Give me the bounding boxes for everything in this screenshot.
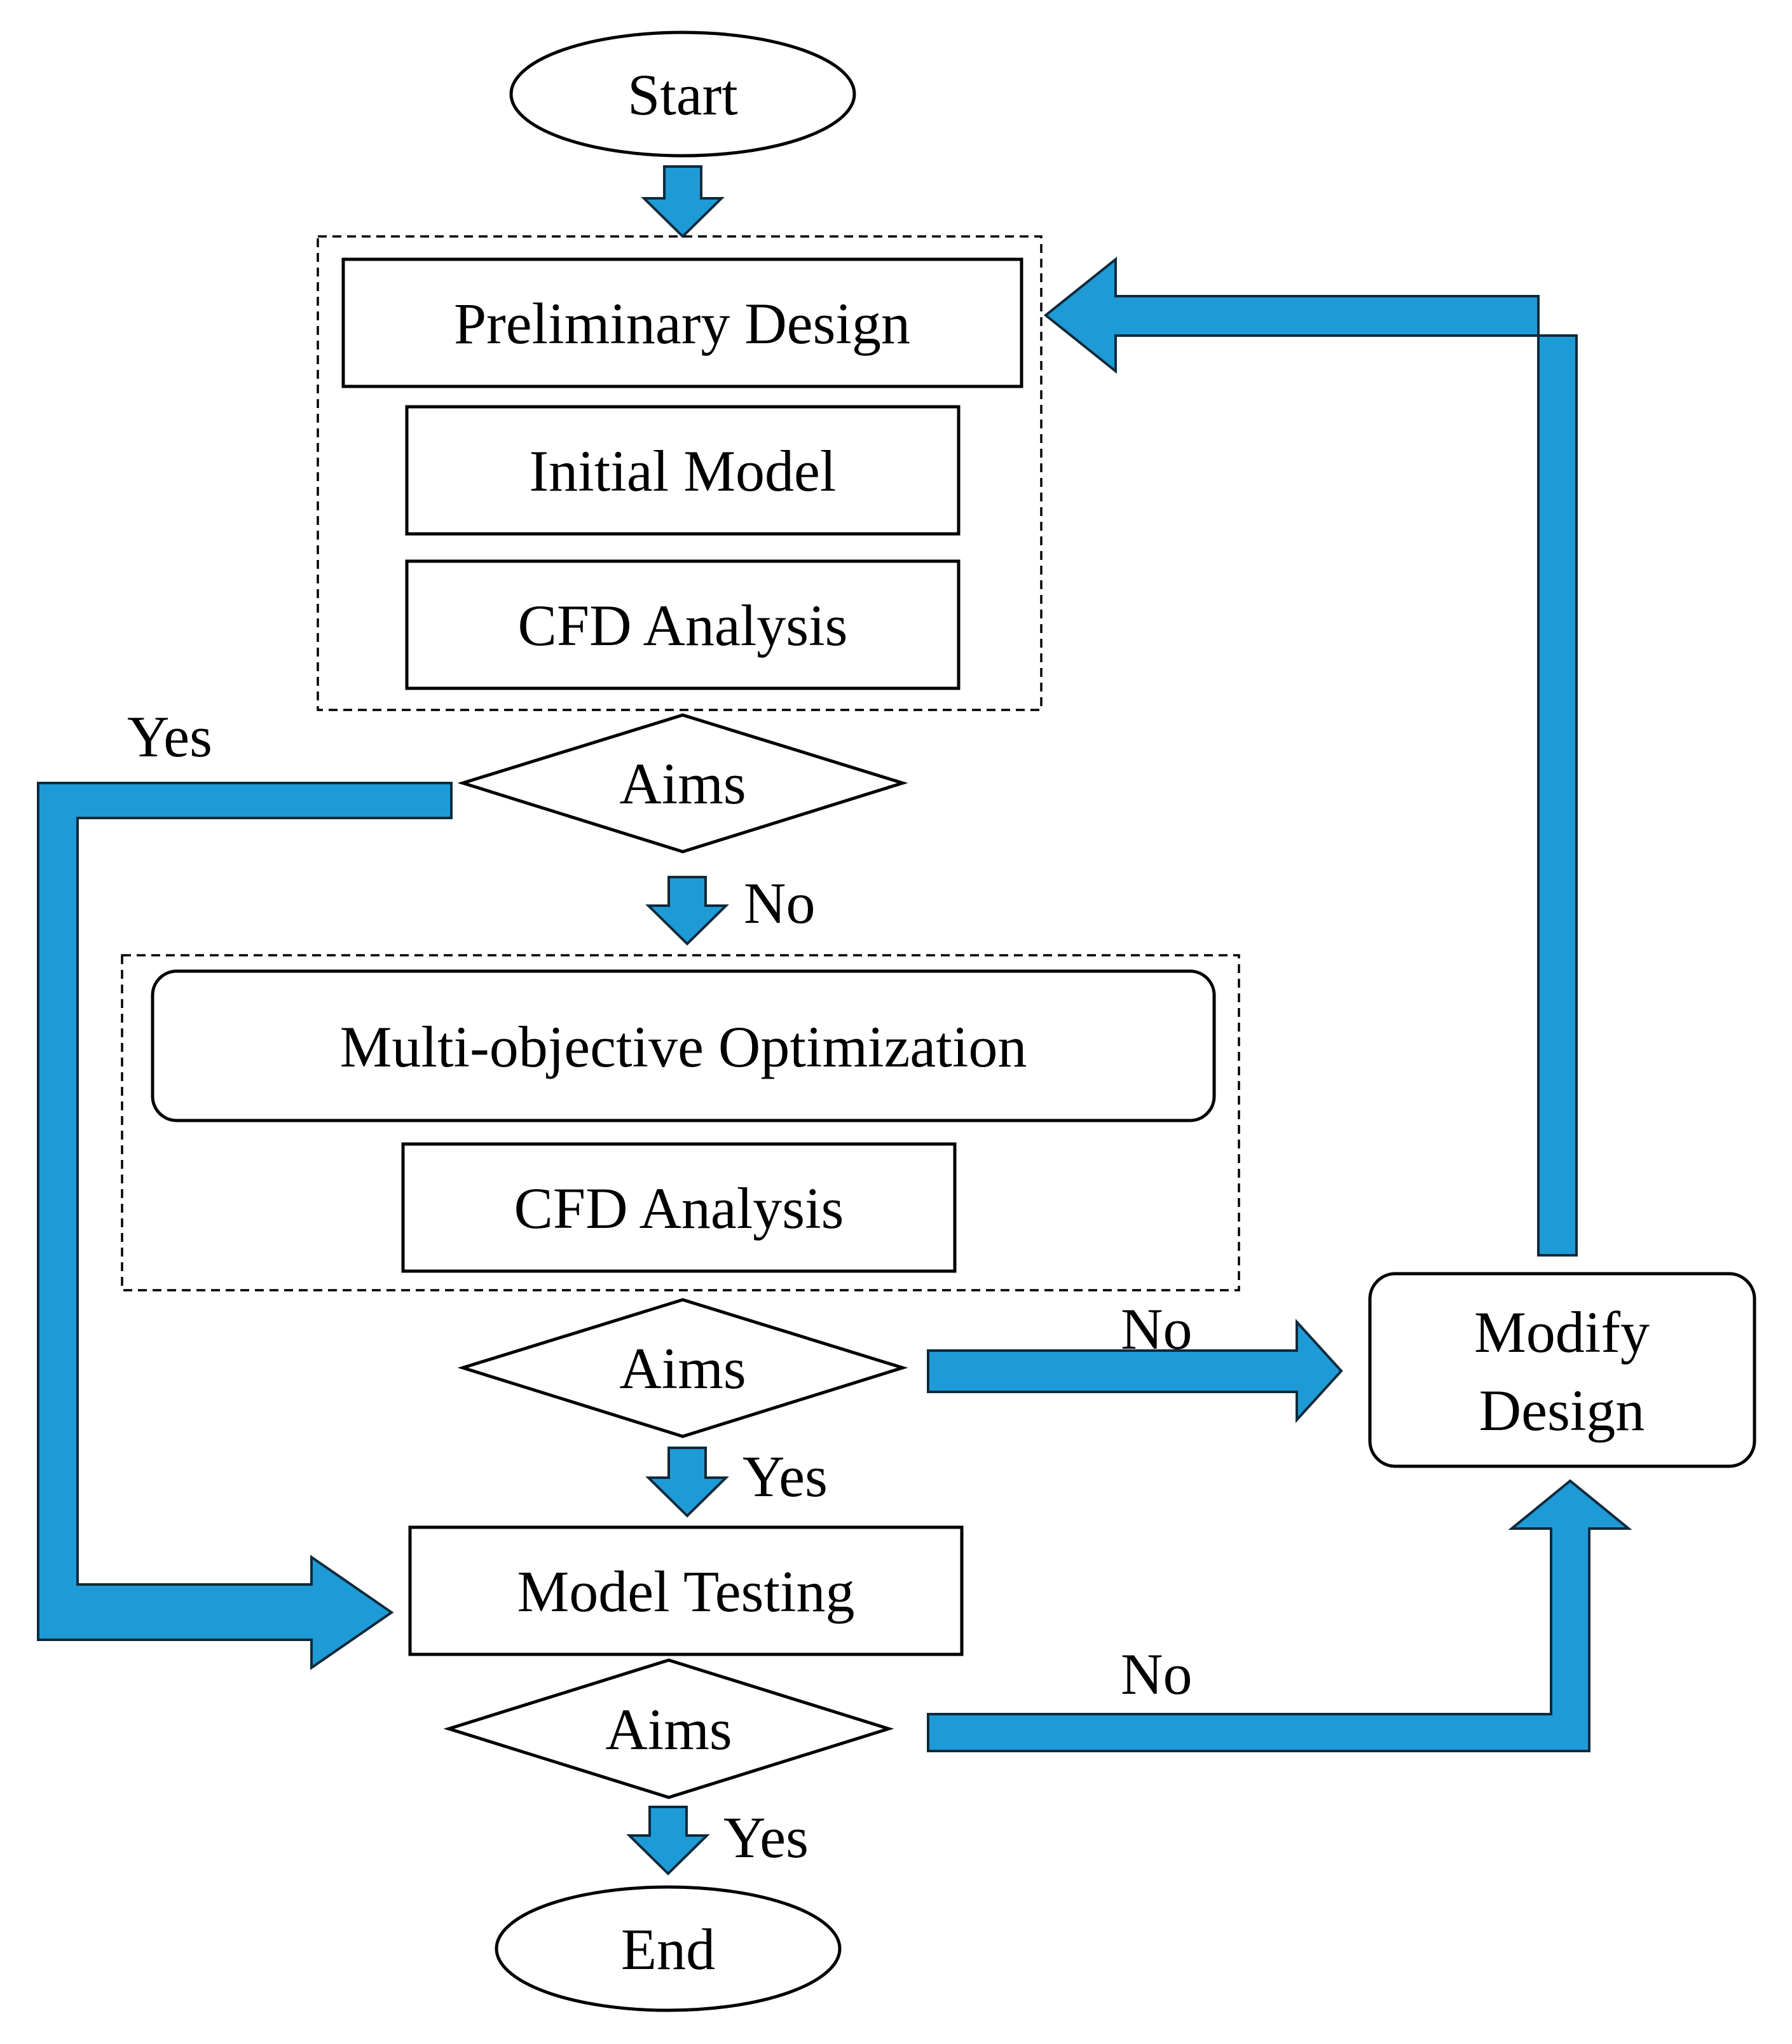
aims-label-3: Aims [605, 1697, 732, 1762]
start-label: Start [627, 62, 738, 127]
preliminary-design-node: Preliminary Design [341, 257, 1023, 388]
cfd-analysis-node-2: CFD Analysis [401, 1142, 957, 1273]
cfd-analysis-label-1: CFD Analysis [518, 593, 848, 658]
aims-label-2: Aims [619, 1336, 746, 1401]
multi-objective-optimization-label: Multi-objective Optimization [340, 1014, 1027, 1079]
cfd-analysis-node-1: CFD Analysis [405, 559, 961, 690]
aims-label-1: Aims [619, 751, 746, 816]
label-aims3-yes: Yes [723, 1805, 809, 1870]
down-arrow-aims2-yes [645, 1447, 729, 1518]
end-node: End [495, 1885, 842, 2012]
end-label: End [621, 1917, 715, 1982]
modify-design-label-line2: Design [1479, 1378, 1645, 1443]
aims-decision-2: Aims [457, 1298, 908, 1438]
modify-design-node: Modify Design [1368, 1272, 1756, 1468]
multi-objective-optimization-node: Multi-objective Optimization [151, 969, 1216, 1122]
down-arrow-start [641, 165, 725, 238]
initial-model-node: Initial Model [405, 405, 961, 536]
label-aims1-yes: Yes [127, 704, 212, 769]
model-testing-node: Model Testing [408, 1525, 964, 1656]
arrow-modify-to-preliminary [1043, 256, 1578, 1257]
initial-model-label: Initial Model [530, 439, 837, 503]
modify-design-label-line1: Modify [1474, 1300, 1650, 1365]
optimization-group-box [121, 954, 1240, 1291]
label-aims1-no: No [744, 871, 815, 936]
down-arrow-aims3-yes [626, 1806, 710, 1876]
cfd-analysis-label-2: CFD Analysis [514, 1176, 844, 1241]
label-aims3-no: No [1121, 1642, 1192, 1707]
arrow-aims3-no-to-modify [927, 1479, 1632, 1752]
bypass-arrow-aims1-yes [37, 782, 453, 1670]
down-arrow-aims1-no [645, 876, 729, 946]
aims-decision-3: Aims [443, 1658, 894, 1799]
right-arrow-aims2-no [927, 1318, 1343, 1424]
model-testing-label: Model Testing [517, 1559, 854, 1624]
start-node: Start [509, 31, 856, 158]
label-aims2-no: No [1121, 1297, 1192, 1361]
label-aims2-yes: Yes [742, 1444, 828, 1509]
design-group-box [317, 235, 1043, 711]
preliminary-design-label: Preliminary Design [454, 291, 910, 356]
aims-decision-1: Aims [457, 713, 908, 854]
